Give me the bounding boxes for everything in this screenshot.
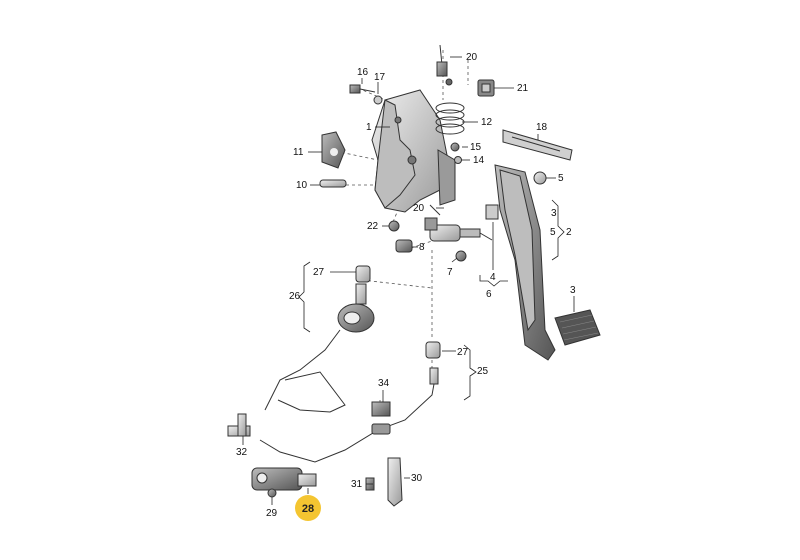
sensor-part [436, 44, 453, 86]
hydraulic-hose-upper [264, 329, 346, 413]
label-16: 16 [357, 67, 369, 78]
label-11: 11 [293, 147, 304, 158]
label-15: 15 [470, 142, 482, 153]
pedal-strip [502, 129, 573, 161]
label-2: 2 [566, 227, 572, 238]
label-19: 20 [466, 52, 478, 63]
highlight-circle[interactable] [295, 495, 321, 521]
part-labels: 20 16 17 21 1 12 18 15 14 11 5 10 20 3 2… [236, 52, 576, 519]
label-5a: 5 [558, 173, 564, 184]
label-34: 34 [378, 378, 390, 389]
label-6: 6 [486, 289, 492, 300]
label-1: 1 [366, 122, 372, 133]
label-8: 8 [419, 242, 425, 253]
connector-8 [395, 239, 413, 253]
pin-part [319, 179, 347, 188]
slave-cylinder [251, 467, 317, 498]
pedal-lever [494, 164, 556, 361]
highlight-label[interactable]: 28 [302, 503, 314, 515]
small-fasteners [450, 142, 462, 164]
highlight-callout[interactable]: 28 [295, 495, 321, 521]
label-30: 30 [411, 473, 423, 484]
label-20: 20 [413, 203, 425, 214]
label-12: 12 [481, 117, 493, 128]
pedal-bracket [371, 89, 456, 213]
pedal-pad [554, 309, 601, 346]
fastener-7 [455, 250, 467, 262]
bolt-washer [349, 84, 383, 105]
label-3b: 3 [570, 285, 576, 296]
t-fitting [227, 413, 251, 437]
label-10: 10 [296, 180, 308, 191]
label-21: 21 [517, 83, 529, 94]
label-31: 31 [351, 479, 363, 490]
rubber-stop [321, 131, 346, 169]
clip-part [477, 79, 495, 97]
label-18: 18 [536, 122, 548, 133]
leader-lines [242, 56, 575, 505]
label-22: 22 [367, 221, 379, 232]
label-7: 7 [447, 267, 453, 278]
bracket-34 [371, 401, 391, 417]
release-bearing [337, 265, 375, 333]
label-25: 25 [477, 366, 489, 377]
label-5b: 5 [550, 227, 556, 238]
master-cylinder [424, 204, 493, 242]
label-32: 32 [236, 447, 248, 458]
label-14: 14 [473, 155, 485, 166]
label-27b: 27 [457, 347, 469, 358]
clip-4 [485, 204, 499, 220]
label-26: 26 [289, 291, 301, 302]
label-3a: 3 [551, 208, 557, 219]
label-29: 29 [266, 508, 278, 519]
hydraulic-line-25 [259, 341, 441, 463]
group-brackets [298, 199, 565, 401]
label-27a: 27 [313, 267, 325, 278]
label-17: 17 [374, 72, 386, 83]
clamp-30 [365, 457, 403, 507]
nut-part [388, 220, 400, 232]
label-4: 4 [490, 272, 496, 283]
clip-5 [533, 171, 547, 185]
